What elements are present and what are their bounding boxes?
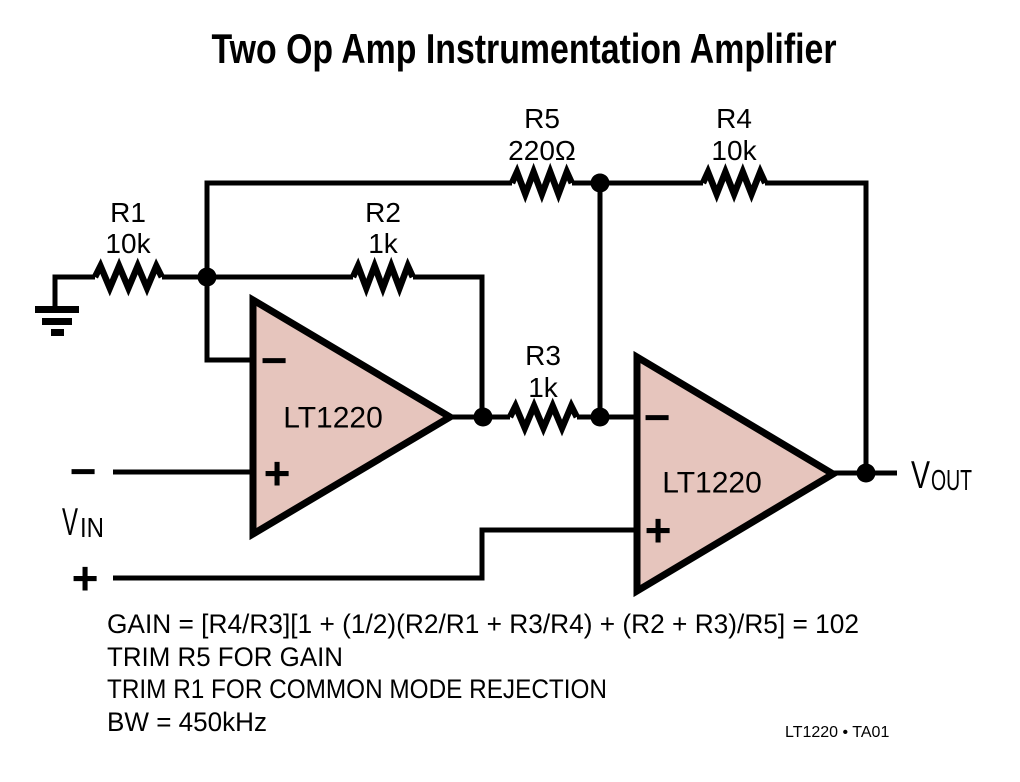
vin-label: V	[62, 501, 78, 544]
note-trim-r5: TRIM R5 FOR GAIN	[107, 642, 343, 672]
resistor-r1-symbol	[92, 257, 165, 297]
resistor-r1-value: 10k	[105, 228, 151, 259]
opamp1-label: LT1220	[283, 402, 383, 435]
vout-subscript: OUT	[931, 465, 972, 497]
resistor-r5: R5 220Ω	[508, 103, 576, 204]
resistor-r5-value: 220Ω	[508, 135, 576, 166]
resistor-r5-symbol	[509, 162, 575, 204]
notes-block: GAIN = [R4/R3][1 + (1/2)(R2/R1 + R3/R4) …	[107, 609, 859, 737]
note-bandwidth: BW = 450kHz	[107, 707, 267, 737]
note-gain-formula: GAIN = [R4/R3][1 + (1/2)(R2/R1 + R3/R4) …	[107, 609, 859, 639]
wires	[52, 180, 897, 581]
ground-symbol	[35, 306, 79, 336]
schematic-title: Two Op Amp Instrumentation Amplifier	[212, 25, 837, 72]
resistor-r2-ref: R2	[365, 197, 401, 228]
opamp1-body	[249, 293, 457, 541]
resistor-r1: R1 10k	[92, 197, 165, 297]
junction-dot	[590, 173, 610, 193]
opamp1: − + LT1220	[249, 293, 457, 541]
figure-reference: LT1220 • TA01	[785, 724, 889, 741]
junction-dot	[590, 407, 610, 427]
resistor-r4: R4 10k	[700, 103, 769, 203]
resistor-r5-ref: R5	[524, 103, 560, 134]
ground-to-r1-wire	[52, 274, 95, 310]
resistor-r1-ref: R1	[110, 197, 146, 228]
opamp2-label: LT1220	[662, 467, 762, 500]
resistor-r4-ref: R4	[716, 103, 752, 134]
opamp1-noninverting-pin-symbol: +	[264, 447, 291, 499]
vout-port: V OUT	[911, 454, 972, 497]
opamp2-body	[633, 350, 840, 598]
r4-to-output-feedback-wire	[765, 180, 869, 473]
note-trim-r1: TRIM R1 FOR COMMON MODE REJECTION	[107, 674, 607, 704]
junction-dots	[197, 173, 876, 483]
vin-subscript: IN	[80, 512, 104, 543]
junction-dot	[473, 407, 493, 427]
junction-dot	[856, 463, 876, 483]
resistor-r3-ref: R3	[525, 340, 561, 371]
vin-minus-terminal: −	[70, 445, 97, 497]
vin-port: − V IN +	[62, 445, 104, 604]
r2-to-opamp1-output-wire	[413, 274, 485, 417]
junction-dot	[197, 267, 217, 287]
resistor-r4-value: 10k	[711, 135, 757, 166]
resistor-r2: R2 1k	[350, 197, 416, 298]
resistor-r3-symbol	[507, 397, 580, 437]
resistor-r2-symbol	[350, 256, 416, 298]
vout-label: V	[911, 454, 930, 497]
resistor-r3-value: 1k	[528, 372, 559, 403]
opamp2-noninverting-pin-symbol: +	[645, 504, 672, 556]
opamp2-inverting-pin-symbol: −	[644, 391, 671, 443]
opamp2: − + LT1220	[633, 350, 840, 598]
opamp1-inverting-pin-symbol: −	[261, 334, 288, 386]
vin-plus-terminal: +	[72, 552, 99, 604]
resistor-r4-symbol	[700, 163, 769, 203]
vin-plus-to-opamp2-wire	[113, 527, 637, 581]
resistor-r2-value: 1k	[368, 228, 399, 259]
resistor-r3: R3 1k	[507, 340, 580, 437]
